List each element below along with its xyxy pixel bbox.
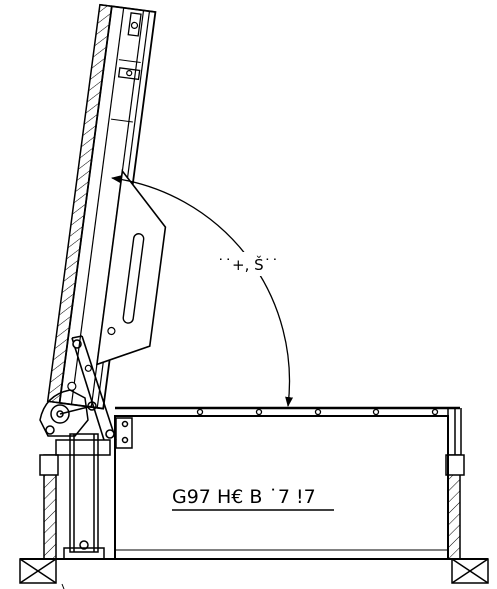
gas-spring	[63, 433, 105, 560]
tick-mark	[61, 583, 65, 589]
angle-label-bg	[210, 252, 264, 276]
support-arm	[71, 335, 117, 441]
hinge-bracket	[115, 417, 133, 449]
box-caption: G97 H€ B ˙7 !7	[172, 486, 316, 508]
left-floor-support	[19, 558, 57, 584]
rim-bolts	[196, 408, 439, 416]
right-floor-support	[451, 558, 489, 584]
box-body	[114, 406, 462, 560]
hinge-mechanism	[39, 389, 111, 456]
left-wall	[39, 454, 59, 560]
lid-assembly	[46, 3, 167, 410]
angle-label: ˙˙+, Š˙˙	[217, 255, 279, 274]
